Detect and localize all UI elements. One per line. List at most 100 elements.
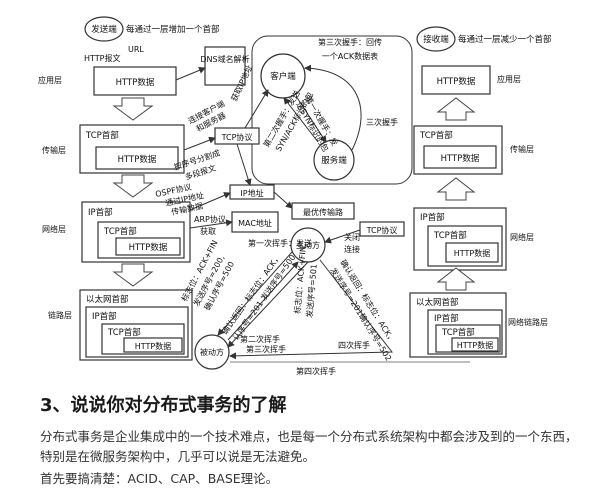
left-network-ip: IP首部 bbox=[88, 207, 113, 218]
dns-text: DNS域名解析 bbox=[200, 54, 249, 64]
rect-shape bbox=[115, 237, 181, 256]
right-link-http: HTTP数据 bbox=[457, 340, 493, 350]
left-app-box bbox=[93, 66, 177, 96]
tcp-protocol-text: TCP协议 bbox=[221, 132, 253, 142]
left-layer-network: 网络层 bbox=[42, 224, 66, 234]
ellipse-shape bbox=[84, 16, 124, 42]
line-shape bbox=[236, 143, 252, 186]
http-msg-label: HTTP报文 bbox=[84, 53, 120, 63]
line-shape bbox=[227, 261, 299, 341]
dns-box bbox=[204, 46, 246, 86]
section-heading: 3、说说你对分布式事务的了解 bbox=[40, 395, 287, 416]
conn-text: 连接 bbox=[344, 244, 360, 254]
right-app-http: HTTP数据 bbox=[437, 76, 476, 87]
badge-text: 发送端 bbox=[91, 24, 117, 35]
line-shape bbox=[295, 95, 327, 143]
rect-shape bbox=[445, 242, 499, 263]
right-transport-http: HTTP数据 bbox=[441, 153, 480, 164]
line-shape bbox=[189, 192, 231, 211]
right-network-ip: IP首部 bbox=[420, 212, 445, 223]
tcp-protocol-box-2 bbox=[359, 221, 405, 237]
line-shape bbox=[189, 219, 233, 229]
right-layer-network: 网络层 bbox=[510, 232, 534, 242]
right-app-box bbox=[421, 65, 491, 95]
line-shape bbox=[227, 261, 309, 348]
network-flow-diagram: 发送端 每通过一层增加一个首部 接收端 每通过一层减少一个首部 应用层 传输层 … bbox=[38, 16, 552, 376]
left-transport-tcp: TCP首部 bbox=[85, 130, 119, 141]
left-layer-link: 链路层 bbox=[48, 310, 72, 320]
arp1-text: ARP协议 bbox=[194, 214, 226, 224]
mac-address-text: MAC地址 bbox=[238, 218, 272, 228]
ack1b-text: 认序号=201 发送序号=500 bbox=[230, 252, 297, 342]
best-path-box bbox=[291, 202, 355, 220]
line-shape bbox=[175, 67, 206, 81]
text-text: 每通过一层增加一个首部 bbox=[126, 24, 220, 35]
client-text: 客户端 bbox=[270, 71, 296, 82]
line-shape bbox=[273, 191, 293, 209]
close-text: 关闭 bbox=[344, 232, 360, 242]
arp2-text: 获取 bbox=[200, 226, 216, 236]
left-link-eth: 以太网首部 bbox=[86, 294, 129, 305]
rect-shape bbox=[451, 337, 499, 352]
right-link-tcp: TCP首部 bbox=[441, 327, 475, 338]
line-shape bbox=[183, 136, 216, 151]
wave4-text: 第四次挥手 bbox=[296, 366, 336, 376]
line-shape bbox=[217, 251, 293, 336]
path-shape bbox=[229, 259, 394, 360]
active-party-text: 主动方 bbox=[296, 240, 320, 250]
right-transport-tcp: TCP首部 bbox=[419, 130, 453, 141]
left-network-http: HTTP数据 bbox=[129, 242, 168, 253]
server-node bbox=[313, 139, 355, 181]
text-text: 每通过一层减少一个首部 bbox=[458, 34, 552, 45]
rect-shape bbox=[123, 337, 183, 353]
rect-shape bbox=[423, 145, 497, 169]
left-link-ip: IP首部 bbox=[92, 311, 117, 322]
left-link-tcp: TCP首部 bbox=[107, 327, 141, 338]
line-shape bbox=[244, 89, 269, 129]
ellipse-shape bbox=[416, 26, 456, 52]
right-layer-link: 网络链路层 bbox=[508, 317, 548, 327]
handshake-region bbox=[251, 35, 413, 185]
sender-note: 发送端 每通过一层增加一个首部 bbox=[84, 16, 220, 42]
right-network-tcp: TCP首部 bbox=[433, 230, 467, 241]
badge-text: 接收端 bbox=[423, 34, 449, 45]
up-arrow-3 bbox=[436, 267, 476, 291]
best-path-text: 最优传输路 bbox=[303, 207, 343, 217]
down-arrow-2 bbox=[112, 174, 154, 198]
line-shape bbox=[283, 97, 319, 143]
tcp-protocol-text: TCP协议 bbox=[366, 225, 398, 235]
left-app-http: HTTP数据 bbox=[116, 77, 155, 88]
ip-address-text: IP地址 bbox=[240, 188, 263, 198]
up-arrow-2 bbox=[436, 177, 476, 201]
line-shape bbox=[324, 229, 361, 244]
receiver-note: 接收端 每通过一层减少一个首部 bbox=[416, 26, 552, 52]
rect-shape bbox=[95, 146, 179, 170]
down-arrow-1 bbox=[112, 97, 154, 121]
paragraph-1: 分布式事务是企业集成中的一个技术难点，也是每一个分布式系统架构中都会涉及到的一个… bbox=[40, 429, 578, 464]
passive-party-text: 被动方 bbox=[200, 347, 224, 357]
left-layer-transport: 传输层 bbox=[42, 145, 66, 155]
passive-party-node bbox=[194, 334, 230, 370]
server-text: 服务端 bbox=[321, 155, 347, 166]
url-label: URL bbox=[128, 45, 144, 54]
fin2b-text: 发送序号=501 bbox=[304, 264, 319, 319]
left-layer-app: 应用层 bbox=[38, 75, 62, 85]
wave3-text: 第三次挥手 bbox=[246, 344, 286, 354]
hs3-label-b: 一个ACK数据表 bbox=[322, 51, 378, 61]
wave2-text: 第二次挥手 bbox=[240, 334, 280, 344]
wave1-text: 第一次挥手：发送 bbox=[248, 238, 312, 248]
right-network-http: HTTP数据 bbox=[454, 248, 490, 258]
hs3-label-a: 第三次握手：回传 bbox=[318, 37, 382, 47]
client-node bbox=[260, 53, 306, 99]
wave4-side-text: 四次挥手 bbox=[338, 340, 370, 350]
right-link-eth: 以太网首部 bbox=[416, 297, 459, 308]
path-shape bbox=[304, 64, 362, 151]
right-layer-app: 应用层 bbox=[497, 74, 521, 84]
left-link-http: HTTP数据 bbox=[135, 341, 171, 351]
paragraph-2: 首先要搞清楚：ACID、CAP、BASE理论。 bbox=[40, 471, 279, 486]
hs3-side-label: 三次握手 bbox=[366, 117, 398, 127]
up-arrow-1 bbox=[436, 97, 476, 121]
right-link-ip: IP首部 bbox=[434, 313, 459, 324]
right-layer-transport: 传输层 bbox=[510, 144, 534, 154]
down-arrow-3 bbox=[112, 263, 154, 287]
